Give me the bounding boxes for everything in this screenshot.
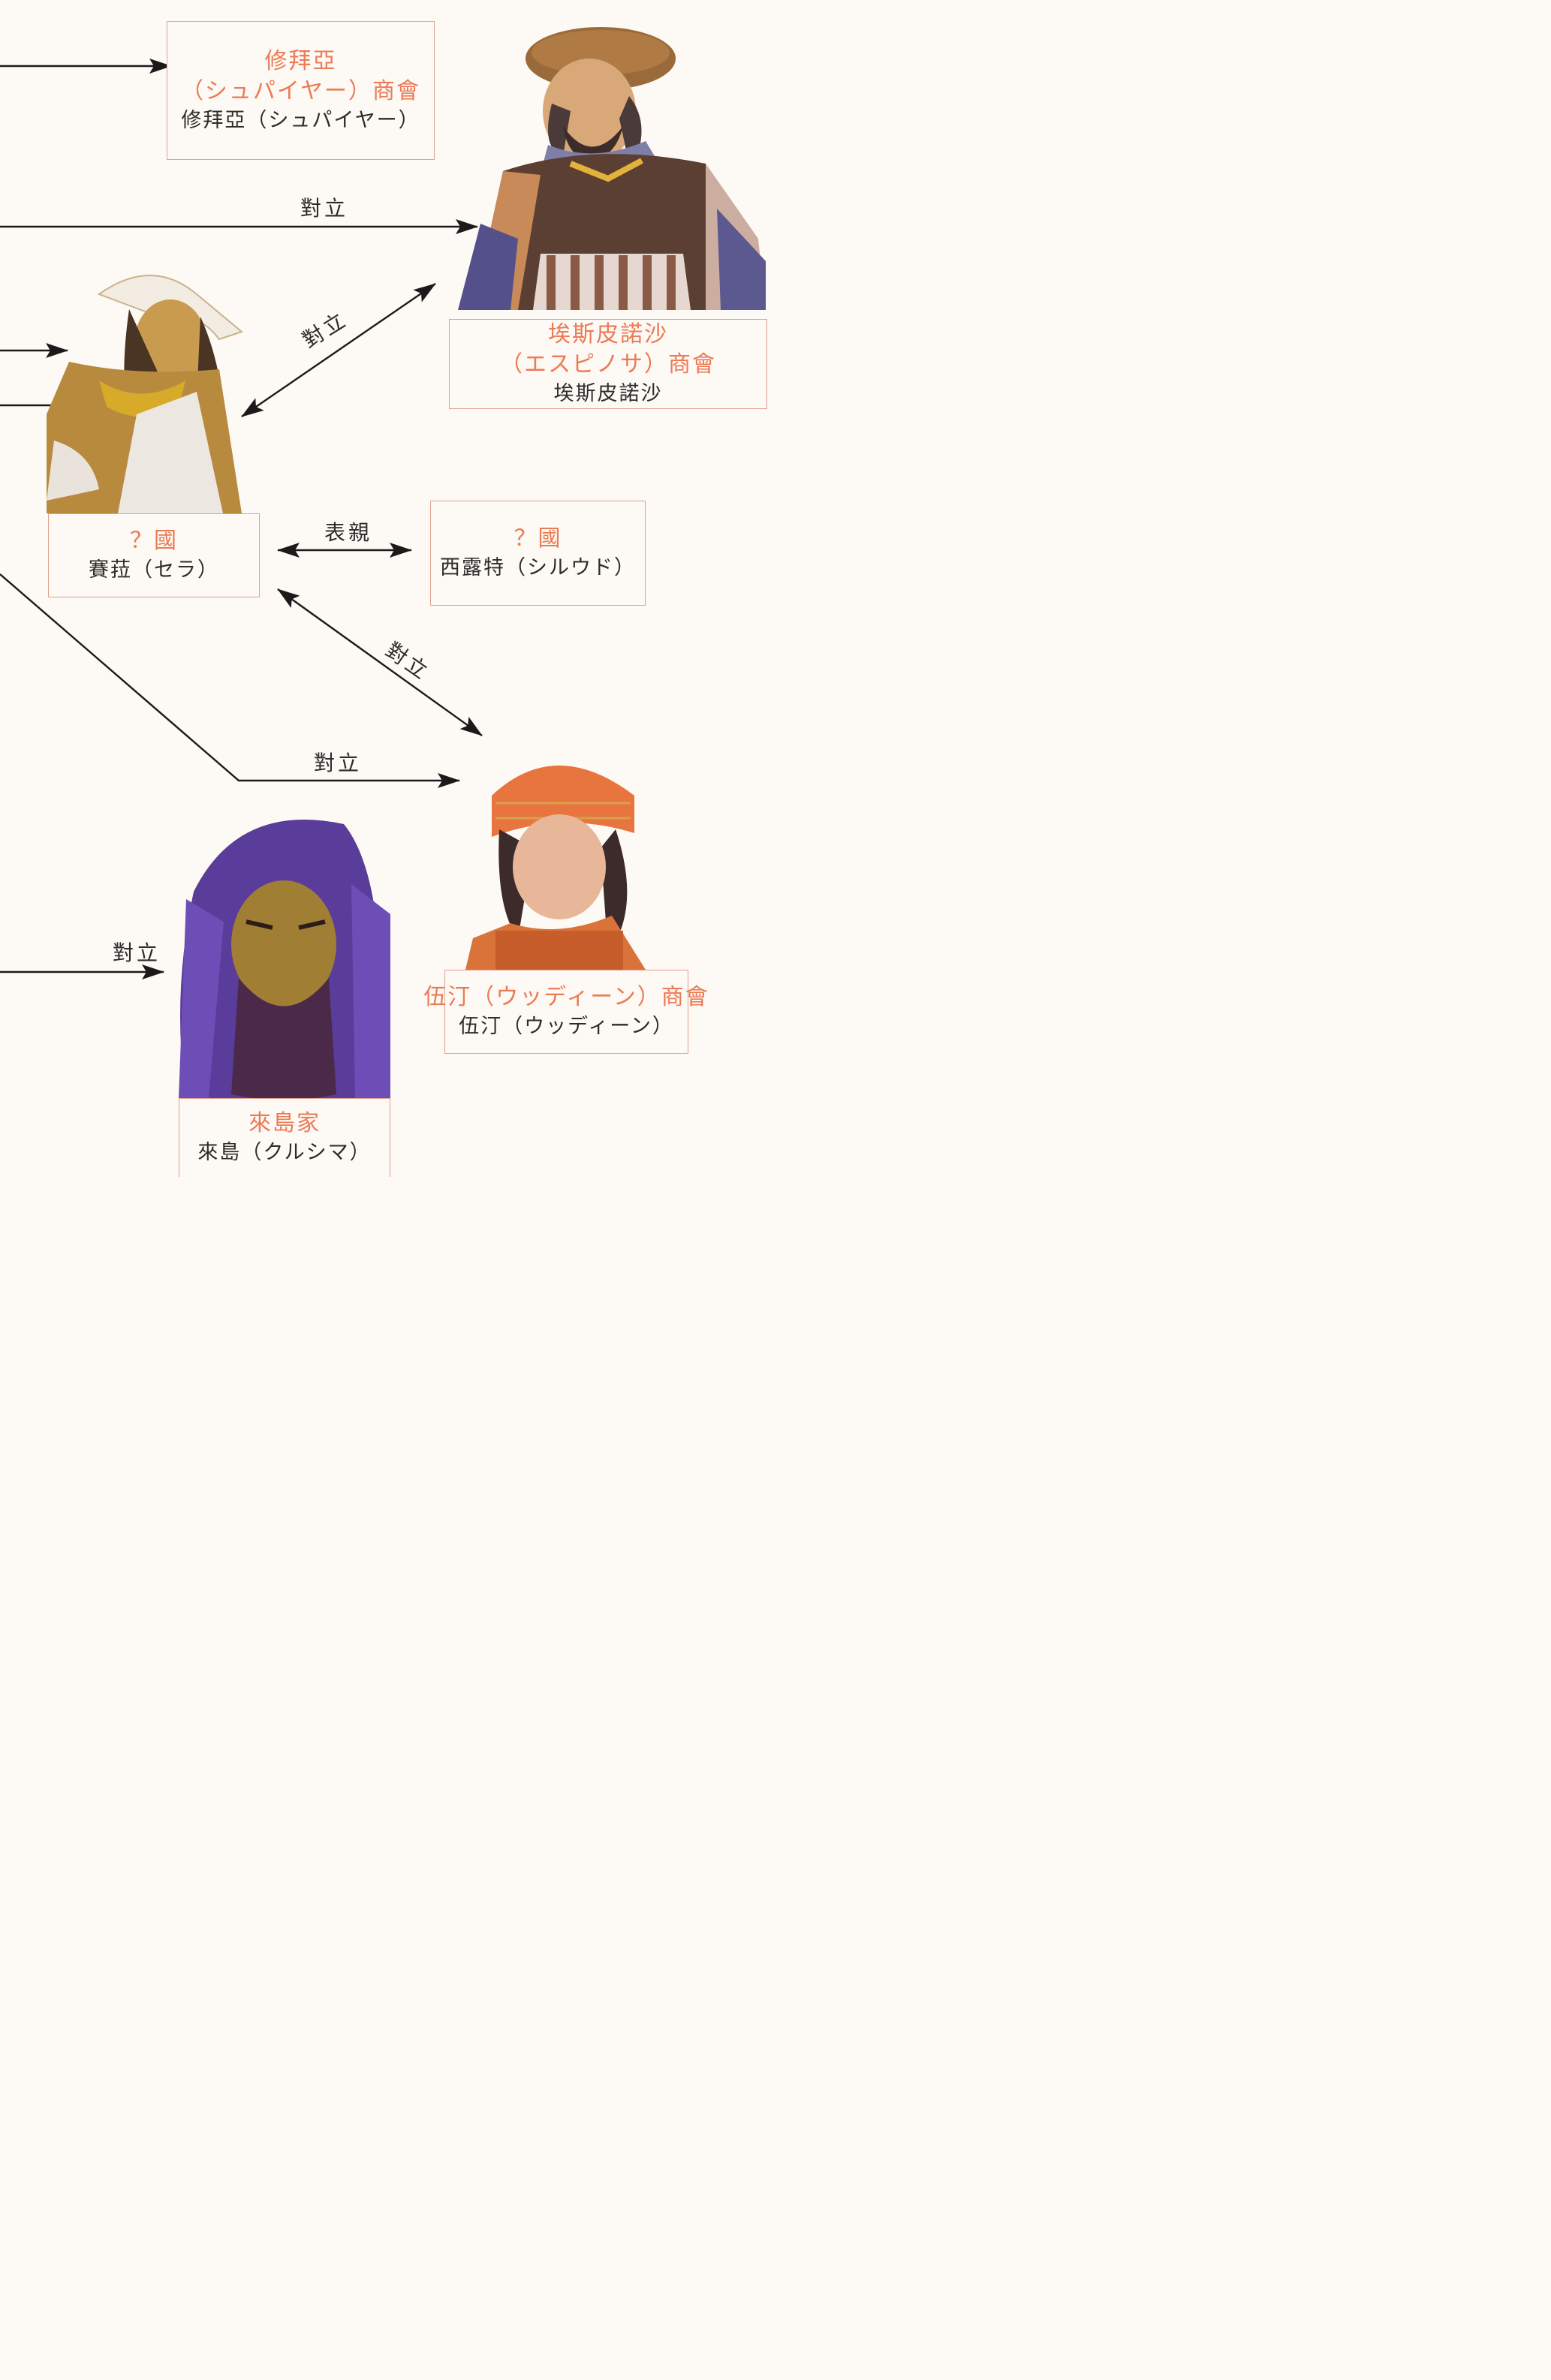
- kurushima-portrait: [179, 809, 390, 1098]
- woodyn-org-name: 伍汀（ウッディーン）商會: [423, 984, 709, 1010]
- sera-org-name: ？國: [130, 528, 178, 554]
- espinosa-org-name: 埃斯皮諾沙: [548, 321, 668, 348]
- relation-label-cousin: 表親: [324, 520, 373, 545]
- node-kurushima: 來島家 來島（クルシマ）: [179, 1098, 390, 1177]
- arrow-espinosa-sera: [241, 283, 436, 417]
- node-woodyn: 伍汀（ウッディーン）商會 伍汀（ウッディーン）: [423, 970, 708, 1054]
- espinosa-org-name-reading: （エスピノサ）商會: [500, 351, 716, 378]
- shupaiya-person-name: 修拜亞（シュパイヤー）: [181, 108, 420, 132]
- espinosa-portrait: [458, 14, 766, 317]
- relation-label-oppose: 對立: [314, 751, 363, 775]
- sera-person-name: 賽菈（セラ）: [89, 558, 219, 582]
- woodyn-person-name: 伍汀（ウッディーン）: [459, 1015, 674, 1038]
- relation-label-oppose: 對立: [300, 196, 349, 221]
- node-siroudo: ？國 西露特（シルウド）: [430, 501, 646, 606]
- siroudo-org-name: ？國: [513, 525, 562, 552]
- arrow-to-woodyn: [0, 573, 460, 788]
- node-sera: ？國 賽菈（セラ）: [48, 513, 260, 597]
- sera-portrait: [47, 264, 251, 513]
- arrow-sera-woodyn: [277, 588, 483, 736]
- kurushima-org-name: 來島家: [248, 1110, 321, 1136]
- shupaiya-org-name-reading: （シュパイヤー）商會: [180, 77, 421, 104]
- relation-label-oppose: 對立: [113, 940, 161, 965]
- relationship-diagram: [0, 59, 483, 979]
- node-espinosa: 埃斯皮諾沙 （エスピノサ）商會 埃斯皮諾沙: [449, 319, 767, 409]
- shupaiya-org-name: 修拜亞: [264, 47, 337, 74]
- node-shupaiya: 修拜亞 （シュパイヤー）商會 修拜亞（シュパイヤー）: [167, 21, 435, 160]
- siroudo-person-name: 西露特（シルウド）: [440, 556, 636, 579]
- woodyn-portrait: [465, 743, 653, 970]
- espinosa-person-name: 埃斯皮諾沙: [553, 382, 663, 405]
- kurushima-person-name: 來島（クルシマ）: [197, 1141, 372, 1164]
